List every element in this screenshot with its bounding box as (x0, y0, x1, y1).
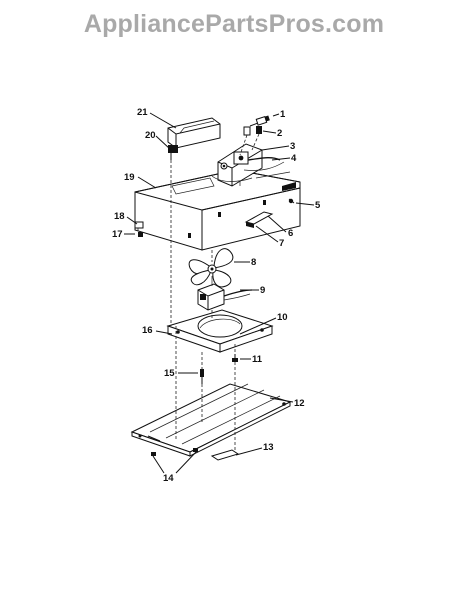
callout-16: 16 (142, 325, 153, 336)
callout-12: 12 (294, 398, 305, 409)
part-10-shroud-plate (166, 309, 274, 353)
callout-20: 20 (145, 130, 156, 141)
part-9-motor (197, 276, 253, 311)
callout-2: 2 (277, 128, 282, 139)
part-3-4-bracket (211, 143, 285, 187)
part-17-18-clip (134, 221, 144, 237)
callout-15: 15 (164, 368, 175, 379)
alignment-lines (137, 160, 236, 452)
callout-13: 13 (263, 442, 274, 453)
callout-10: 10 (277, 312, 288, 323)
part-12-base-plate (130, 383, 292, 457)
part-21-connector-block (167, 117, 221, 160)
watermark-logo-text: AppliancePartsPros.com (83, 10, 385, 38)
callout-8: 8 (251, 257, 256, 268)
leader-lines (124, 112, 315, 474)
part-6-7-tab (244, 211, 274, 228)
part-11-nut (232, 354, 238, 362)
callout-labels: 1 2 3 4 5 6 7 8 9 10 11 12 13 14 15 16 1… (112, 107, 321, 484)
part-1-screw (249, 115, 270, 127)
part-13-pad (210, 449, 240, 461)
part-5-screw (288, 198, 295, 204)
callout-5: 5 (315, 200, 321, 211)
callout-6: 6 (288, 228, 293, 239)
part-14-feet (151, 448, 198, 456)
callout-9: 9 (260, 285, 265, 296)
callout-11: 11 (252, 354, 263, 365)
callout-3: 3 (290, 141, 295, 152)
callout-19: 19 (124, 172, 135, 183)
callout-1: 1 (280, 109, 286, 120)
callout-17: 17 (112, 229, 123, 240)
callout-21: 21 (137, 107, 148, 118)
part-2-screw (239, 126, 262, 156)
part-8-fan-blade (188, 248, 234, 288)
callout-7: 7 (279, 238, 284, 249)
part-15-screw (200, 369, 204, 384)
callout-18: 18 (114, 211, 125, 222)
part-19-housing (134, 169, 301, 251)
callout-14: 14 (163, 473, 174, 484)
callout-4: 4 (291, 153, 297, 164)
